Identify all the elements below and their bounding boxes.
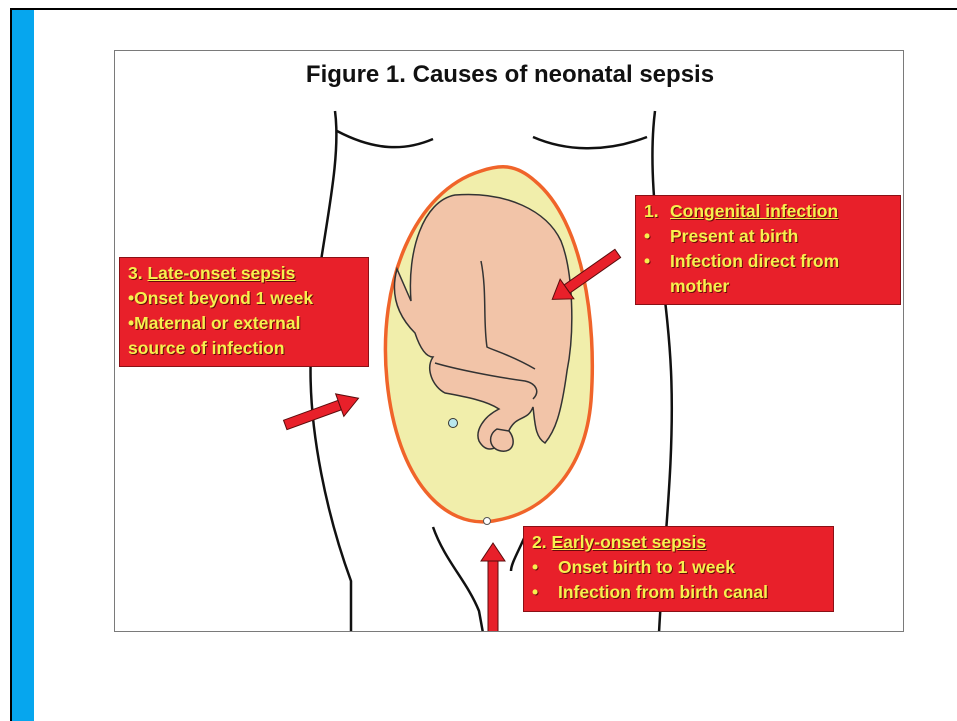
early-heading: Early-onset sepsis [551,532,706,552]
arrow-early [481,543,505,632]
early-bullet-2: Infection from birth canal [558,580,768,605]
list-item: • Infection from birth canal [532,580,825,605]
chest-right [533,137,647,148]
list-item: • Present at birth [644,224,892,249]
late-onset-box: 3. Late-onset sepsis •Onset beyond 1 wee… [119,257,369,367]
congenital-bullet-2-cont: mother [670,274,729,299]
early-heading-line: 2. Early-onset sepsis [532,530,825,555]
list-item: • Onset birth to 1 week [532,555,825,580]
bullet: • [644,224,670,249]
bullet: • [532,555,558,580]
bullet: • [644,249,670,274]
congenital-heading: Congenital infection [670,199,838,224]
late-line-3: source of infection [128,336,360,361]
early-number: 2. [532,532,547,552]
figure-panel: Figure 1. Causes of neonatal sepsis 1. C… [114,50,904,632]
late-heading: Late-onset sepsis [147,263,295,283]
list-item: • Infection direct from [644,249,892,274]
late-line-2: •Maternal or external [128,311,360,336]
accent-bar [12,10,34,721]
cervix-dot [484,518,491,525]
body-outline-left [311,111,351,632]
figure-title: Figure 1. Causes of neonatal sepsis [115,61,904,89]
early-onset-box: 2. Early-onset sepsis • Onset birth to 1… [523,526,834,612]
list-item: mother [644,274,892,299]
eye-dot [449,419,458,428]
congenital-number: 1. [644,199,670,224]
chest-left [337,131,433,147]
late-number: 3. [128,263,143,283]
congenital-bullet-1: Present at birth [670,224,798,249]
early-bullet-1: Onset birth to 1 week [558,555,735,580]
congenital-heading-line: 1. Congenital infection [644,199,892,224]
groin-left [433,527,483,632]
arrow-late [281,387,363,436]
congenital-infection-box: 1. Congenital infection • Present at bir… [635,195,901,305]
congenital-bullet-2: Infection direct from [670,249,839,274]
late-heading-line: 3. Late-onset sepsis [128,261,360,286]
bullet: • [532,580,558,605]
fetus-ear [491,429,514,451]
late-line-1: •Onset beyond 1 week [128,286,360,311]
